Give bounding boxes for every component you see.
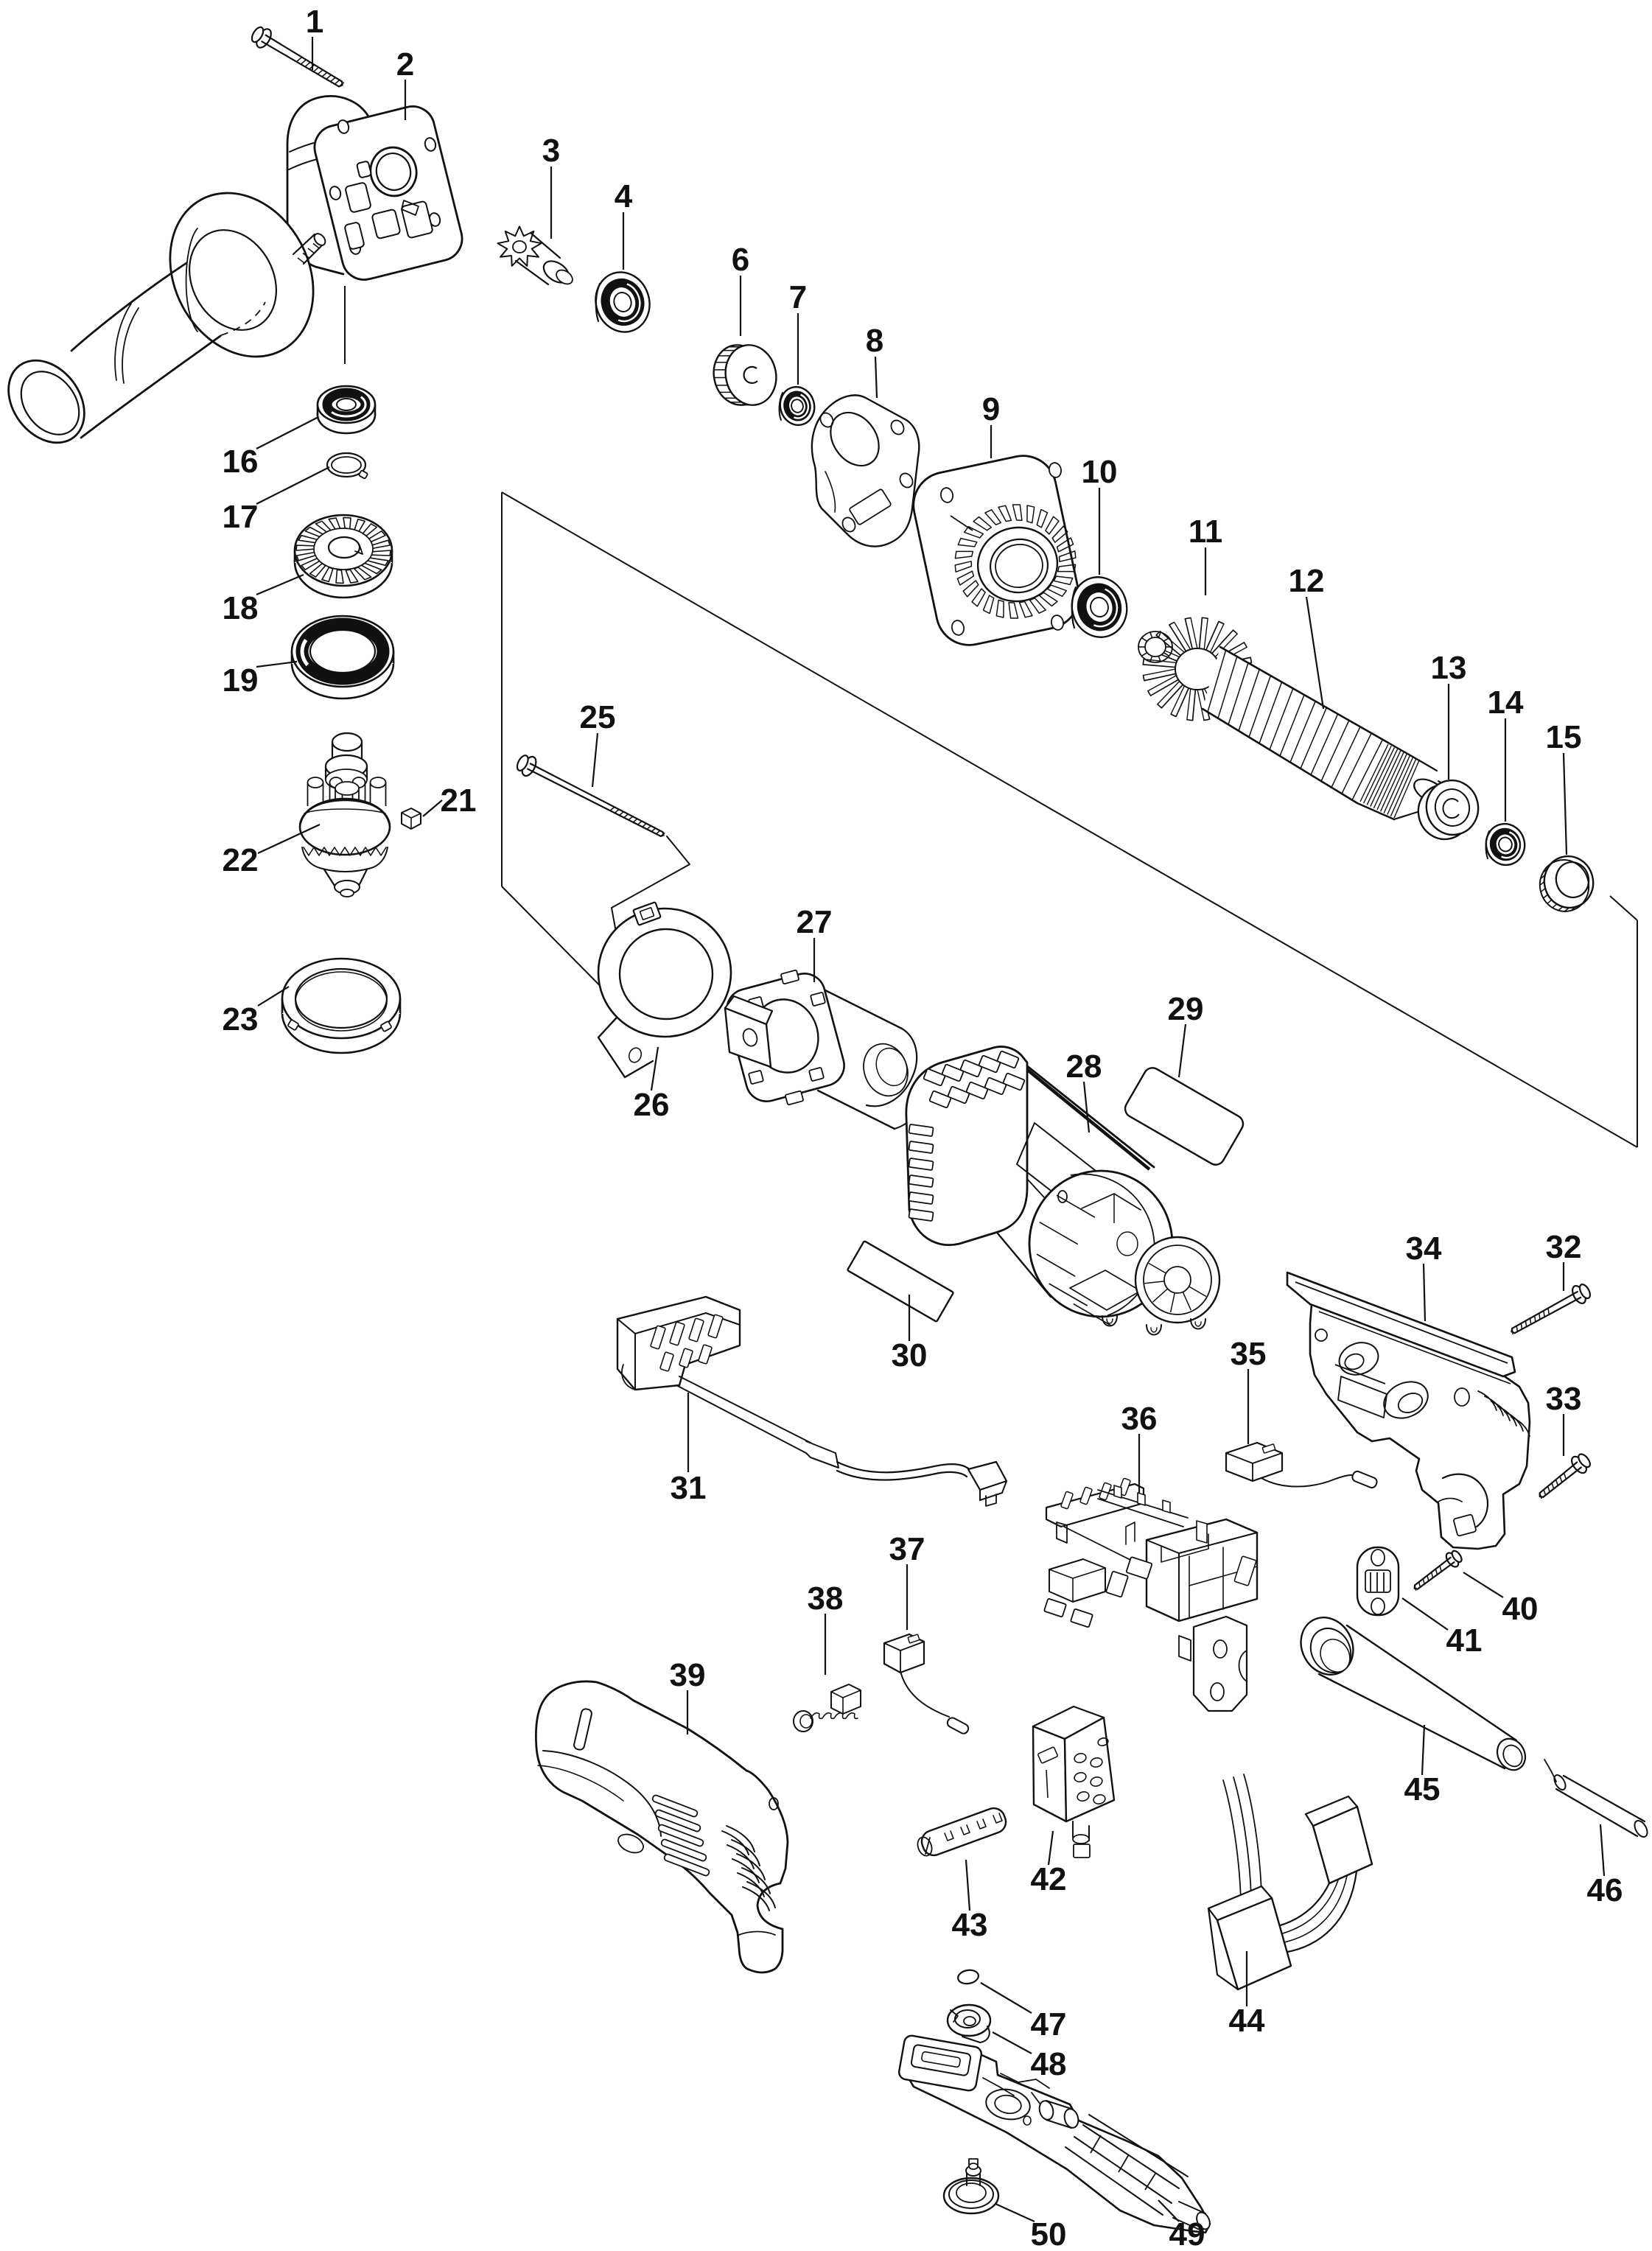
- svg-text:3: 3: [542, 133, 560, 169]
- svg-text:6: 6: [732, 242, 749, 278]
- svg-text:2: 2: [396, 46, 414, 83]
- svg-text:36: 36: [1121, 1401, 1158, 1437]
- svg-text:19: 19: [223, 662, 259, 699]
- svg-text:18: 18: [223, 590, 259, 626]
- svg-text:43: 43: [952, 1907, 988, 1943]
- svg-text:16: 16: [223, 444, 259, 480]
- svg-text:37: 37: [889, 1531, 925, 1567]
- svg-text:15: 15: [1546, 719, 1582, 755]
- svg-text:7: 7: [789, 279, 807, 315]
- svg-text:47: 47: [1031, 2006, 1067, 2042]
- svg-text:23: 23: [223, 1001, 259, 1037]
- svg-text:41: 41: [1446, 1622, 1483, 1659]
- svg-text:17: 17: [223, 499, 259, 535]
- svg-text:21: 21: [441, 783, 477, 819]
- svg-text:45: 45: [1404, 1771, 1441, 1807]
- svg-text:8: 8: [866, 323, 883, 359]
- svg-text:30: 30: [892, 1337, 928, 1373]
- svg-text:49: 49: [1169, 2216, 1205, 2247]
- svg-text:33: 33: [1546, 1381, 1582, 1417]
- svg-text:44: 44: [1229, 2003, 1265, 2039]
- svg-text:39: 39: [670, 1657, 706, 1693]
- svg-text:35: 35: [1231, 1336, 1267, 1372]
- svg-text:42: 42: [1031, 1861, 1067, 1897]
- svg-text:48: 48: [1031, 2046, 1067, 2082]
- svg-text:40: 40: [1502, 1591, 1539, 1627]
- svg-text:22: 22: [223, 842, 259, 878]
- svg-text:14: 14: [1488, 685, 1524, 721]
- svg-text:9: 9: [982, 391, 1000, 427]
- svg-text:28: 28: [1066, 1049, 1102, 1085]
- svg-text:32: 32: [1546, 1229, 1582, 1265]
- svg-text:31: 31: [671, 1470, 707, 1506]
- svg-text:1: 1: [306, 4, 323, 40]
- svg-text:50: 50: [1031, 2216, 1067, 2247]
- svg-text:13: 13: [1431, 650, 1467, 686]
- svg-text:27: 27: [797, 904, 833, 940]
- svg-text:25: 25: [580, 699, 616, 735]
- svg-text:34: 34: [1406, 1230, 1442, 1267]
- svg-text:12: 12: [1289, 563, 1325, 599]
- svg-text:26: 26: [634, 1087, 670, 1123]
- svg-text:4: 4: [615, 178, 633, 214]
- svg-text:29: 29: [1168, 991, 1204, 1027]
- svg-text:38: 38: [808, 1580, 844, 1617]
- svg-text:10: 10: [1082, 454, 1118, 490]
- svg-text:46: 46: [1587, 1872, 1623, 1908]
- svg-text:11: 11: [1189, 514, 1223, 550]
